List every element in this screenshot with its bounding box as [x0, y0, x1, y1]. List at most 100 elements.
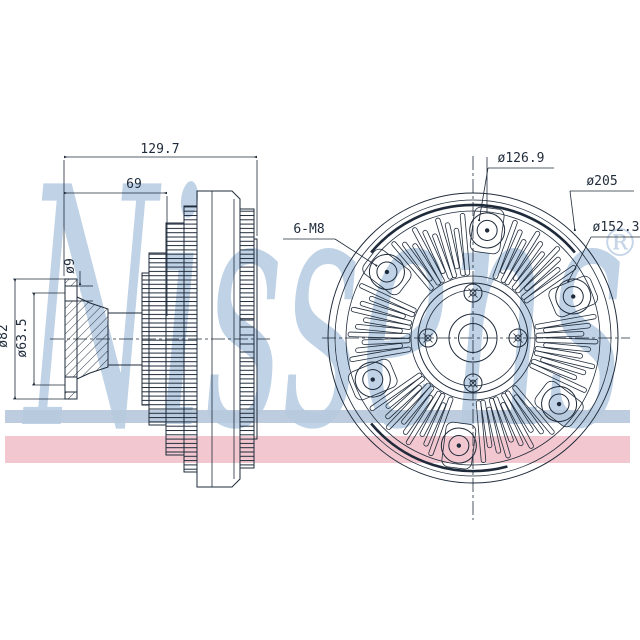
bolt-head-ring	[548, 393, 570, 415]
fin-slot-group	[535, 337, 599, 345]
bolt-center-dot	[556, 401, 562, 407]
fin-slot-group	[359, 300, 406, 319]
bolt-head-ring	[448, 435, 470, 457]
fin-slot	[435, 217, 458, 279]
bolt-boss-group	[534, 380, 584, 428]
fin-slot	[493, 396, 514, 443]
fin-slot	[453, 227, 466, 277]
fin-slot	[486, 406, 502, 454]
hub-section	[76, 296, 109, 380]
fin-slot-group	[385, 376, 425, 409]
fin-slot-group	[422, 229, 446, 274]
fin-slot-group	[521, 267, 561, 300]
fin-slot	[534, 313, 597, 330]
dim-flange-hole: ø9	[63, 258, 78, 274]
fin-slot-group	[504, 230, 541, 286]
fin-outer-circle	[345, 210, 601, 466]
fin-slot-group	[391, 241, 434, 291]
fin-slot-group	[493, 396, 514, 443]
fin-slot	[359, 300, 406, 319]
dim-flange-bolt-circle: ø63.5	[15, 318, 30, 357]
fin-slot	[535, 331, 585, 339]
fin-slot-group	[480, 399, 493, 449]
fin-slot	[513, 394, 544, 435]
fin-slot-group	[361, 337, 411, 345]
fin-inner-circle	[410, 275, 536, 401]
hub-screw-group	[418, 328, 438, 348]
fin-slot-group	[401, 385, 435, 425]
fin-slot	[363, 317, 412, 330]
fin-slot-group	[524, 256, 561, 292]
cooling-fins	[347, 213, 599, 463]
fin-slot	[361, 337, 411, 345]
fin-slot-group	[535, 331, 585, 339]
fin-slot	[499, 229, 523, 274]
rear-rib-block-0	[141, 272, 150, 406]
fin-slot	[543, 322, 591, 333]
dim-flange-diameter: ø82	[0, 324, 11, 347]
hub-screw-center	[514, 334, 522, 342]
outer-circle	[327, 192, 619, 484]
fin-slot-group	[368, 295, 415, 318]
hub-screw-group	[463, 373, 483, 393]
fin-slot	[402, 394, 434, 435]
fin-slot-group	[405, 390, 442, 446]
bolt-boss-group	[548, 275, 599, 318]
mounting-bolts	[347, 206, 599, 470]
bolt-washer-circle	[541, 386, 578, 423]
center-bore-inner	[458, 323, 488, 353]
hub-disc-circle	[417, 282, 529, 394]
dim-thread-spec: 6-M8	[293, 222, 324, 237]
fin-slot-group	[505, 390, 534, 433]
bolt-boss-pad	[548, 275, 599, 318]
fin-slot-group	[435, 217, 458, 279]
fin-slot	[529, 362, 587, 393]
bolt-washer-circle	[368, 253, 405, 290]
fin-slot-group	[488, 397, 511, 459]
fin-slot	[385, 382, 431, 430]
fin-slot-group	[412, 227, 445, 284]
fin-slot	[401, 385, 435, 425]
hub-screw-center	[424, 334, 432, 342]
fin-slot	[533, 350, 596, 370]
fin-slot-group	[512, 241, 544, 282]
bolt-boss-pad	[362, 248, 412, 296]
bolt-boss-group	[469, 206, 506, 255]
bolt-boss-pad	[534, 380, 584, 428]
hub-screw-circle	[508, 328, 528, 348]
fin-slot	[428, 396, 454, 457]
fin-slot-group	[512, 385, 555, 435]
hub-screw-cross-2	[423, 333, 433, 343]
fin-slot	[521, 267, 561, 300]
fin-slot-group	[349, 346, 412, 363]
dim-front-bolt-circle: ø126.9	[498, 151, 545, 166]
hub-screw-cross-2	[513, 333, 523, 343]
bolt-boss-pad	[347, 358, 398, 401]
bolt-boss-group	[440, 421, 477, 470]
dim-overall-length: 129.7	[140, 142, 179, 157]
bolt-boss-group	[347, 358, 398, 401]
hub-screw-group	[508, 328, 528, 348]
bolt-boss-group	[362, 248, 412, 296]
fin-slot-group	[369, 372, 423, 411]
fin-slot	[412, 243, 441, 286]
hub-screw-group	[463, 283, 483, 303]
fin-slot	[412, 227, 445, 284]
brand-band-pink	[5, 436, 630, 463]
fin-slot-group	[534, 346, 583, 359]
hub-screw-circle	[418, 328, 438, 348]
fin-slot	[385, 384, 422, 420]
hub-screws	[418, 283, 528, 393]
bolt-head-ring	[362, 369, 384, 391]
fin-slot	[359, 283, 417, 314]
front-rib-block-bottom	[239, 357, 255, 469]
heavy-arc-bottom	[370, 422, 508, 473]
fin-slot	[524, 256, 561, 292]
fin-slot	[488, 397, 511, 459]
fin-slot	[535, 337, 599, 345]
fin-slot	[512, 385, 555, 435]
bolt-boss-pad	[469, 206, 505, 255]
fin-slot-group	[359, 283, 417, 314]
dim-outer-diameter: ø205	[586, 174, 617, 189]
fin-slot	[501, 392, 534, 449]
